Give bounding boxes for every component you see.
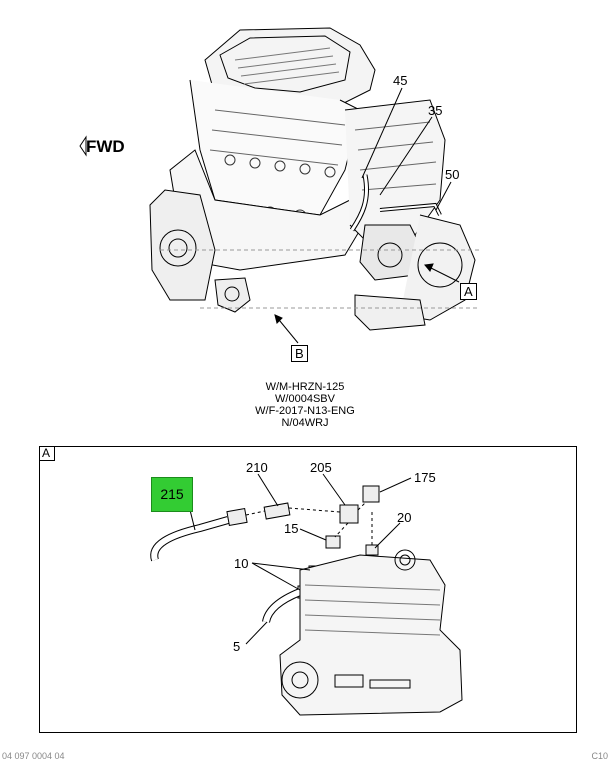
view-label-a: A — [460, 283, 477, 300]
callout-35: 35 — [428, 103, 443, 118]
callout-175: 175 — [414, 470, 436, 485]
callout-45: 45 — [393, 73, 408, 88]
detail-a-tag: A — [39, 446, 56, 461]
engine-illustration — [149, 27, 480, 331]
reference-codes: W/M-HRZN-125 W/0004SBV W/F-2017-N13-ENG … — [220, 381, 390, 429]
view-label-b: B — [291, 345, 308, 362]
callout-20: 20 — [397, 510, 412, 525]
reference-code: N/04WRJ — [281, 417, 329, 429]
reference-code: W/0004SBV — [275, 393, 335, 405]
callout-210: 210 — [246, 460, 268, 475]
main-leader-lines — [274, 87, 460, 344]
footer-code: 04 097 0004 04 — [2, 751, 65, 761]
footer-page: C10 — [591, 751, 608, 761]
highlighted-part-label: 215 — [160, 486, 184, 502]
callout-205: 205 — [310, 460, 332, 475]
detail-illustration — [150, 485, 463, 716]
left-outline-arrow-icon — [79, 135, 87, 157]
highlighted-part-215[interactable]: 215 — [151, 477, 193, 512]
fwd-indicator: FWD — [86, 137, 125, 157]
callout-10: 10 — [234, 556, 249, 571]
detail-leader-lines — [189, 473, 412, 645]
callout-5: 5 — [233, 639, 241, 654]
callout-50: 50 — [445, 167, 460, 182]
reference-code: W/F-2017-N13-ENG — [255, 405, 355, 417]
reference-code: W/M-HRZN-125 — [265, 381, 345, 393]
callout-15: 15 — [284, 521, 299, 536]
fwd-label: FWD — [86, 137, 125, 156]
detail-a-frame — [39, 446, 577, 733]
